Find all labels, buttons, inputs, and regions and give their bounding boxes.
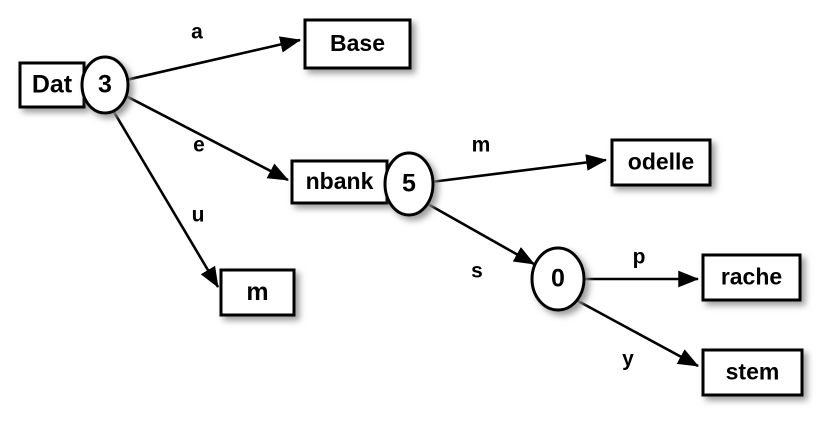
edge-label-y: y bbox=[622, 348, 634, 371]
node-n5[interactable]: 5 bbox=[383, 151, 435, 217]
node-shape-rect bbox=[303, 18, 412, 70]
nodes-layer: Dat 3 Base nbank 5 m odelle 0 rache stem bbox=[18, 18, 804, 397]
node-nbank[interactable]: nbank bbox=[290, 159, 389, 205]
edge-label-m: m bbox=[472, 134, 491, 157]
edge-e bbox=[125, 94, 289, 182]
node-label-n0: 0 bbox=[551, 265, 565, 293]
edge-m bbox=[430, 154, 608, 184]
edge-label-p: p bbox=[633, 246, 646, 269]
node-label-n5: 5 bbox=[402, 170, 416, 198]
edge-label-a: a bbox=[191, 21, 203, 44]
edge-u bbox=[112, 111, 220, 288]
edge-label-u: u bbox=[192, 204, 205, 227]
node-n0[interactable]: 0 bbox=[530, 246, 586, 312]
edge-label-s: s bbox=[471, 260, 483, 283]
node-stem[interactable]: stem bbox=[701, 348, 804, 397]
node-label-rache: rache bbox=[721, 264, 782, 290]
node-shape-rect bbox=[18, 61, 86, 109]
node-shape-rect bbox=[610, 138, 712, 187]
edge-a bbox=[125, 36, 302, 82]
node-dat[interactable]: Dat bbox=[18, 61, 86, 109]
node-label-nbank: nbank bbox=[306, 168, 374, 194]
node-rache[interactable]: rache bbox=[701, 253, 802, 302]
node-shape-ellipse bbox=[530, 246, 586, 312]
edges-layer bbox=[112, 36, 700, 368]
node-odelle[interactable]: odelle bbox=[610, 138, 712, 187]
node-label-dat: Dat bbox=[32, 71, 73, 99]
node-shape-rect bbox=[219, 268, 296, 317]
node-shape-ellipse bbox=[383, 151, 435, 217]
node-n3[interactable]: 3 bbox=[80, 55, 130, 115]
node-label-odelle: odelle bbox=[628, 149, 694, 175]
edge-label-e: e bbox=[193, 134, 205, 157]
node-label-stem: stem bbox=[726, 359, 780, 385]
edge-s bbox=[425, 201, 535, 266]
edge-y bbox=[577, 299, 699, 368]
node-shape-rect bbox=[701, 348, 804, 397]
node-shape-rect bbox=[701, 253, 802, 302]
node-shape-ellipse bbox=[80, 55, 130, 115]
edge-labels-layer: a e u m s p y bbox=[191, 21, 645, 371]
node-label-base: Base bbox=[330, 30, 385, 56]
node-label-m: m bbox=[246, 278, 268, 306]
node-m[interactable]: m bbox=[219, 268, 296, 317]
node-shape-rect bbox=[290, 159, 389, 205]
node-label-n3: 3 bbox=[98, 71, 112, 99]
node-base[interactable]: Base bbox=[303, 18, 412, 70]
